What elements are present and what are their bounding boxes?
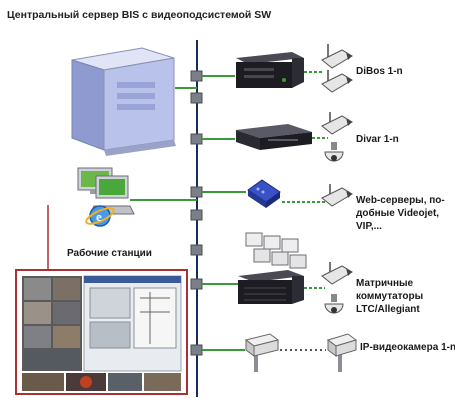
camera-icon [321, 262, 353, 285]
divar-recorder-icon [236, 124, 312, 150]
web-label-line-1: Web-серверы, по- [356, 195, 445, 206]
bus-connector [190, 186, 203, 198]
matrix-switch-icon [238, 270, 304, 304]
dome-camera-icon [324, 294, 344, 314]
bus-connector [190, 92, 203, 104]
bus-connector [190, 344, 203, 356]
dome-camera-icon [324, 142, 344, 162]
bus-connector [190, 209, 203, 221]
camera-icon [321, 184, 353, 207]
divar-label: Divar 1-n [356, 134, 399, 145]
bis-screenshot [15, 269, 188, 395]
diagram-title: Центральный сервер BIS с видеоподсистемо… [7, 9, 271, 21]
camera-icon [321, 44, 353, 69]
matrix-label-line-2: коммутаторы [356, 291, 423, 302]
ie-logo-icon: e [85, 205, 115, 227]
dibos-label: DiBos 1-n [356, 66, 403, 77]
bus-connector [190, 133, 203, 145]
monitor-wall-icon [245, 232, 307, 269]
server-tower-icon [71, 47, 176, 156]
bus-connector [190, 70, 203, 82]
dibos-recorder-icon [236, 52, 304, 88]
ip-camera-label: IP-видеокамера 1-n [360, 342, 455, 353]
ip-camera-icon [244, 333, 280, 372]
svg-text:e: e [96, 209, 102, 224]
web-server-icon [247, 179, 281, 208]
matrix-label-line-1: Матричные [356, 278, 414, 289]
web-label-line-2: добные Videojet, [356, 207, 439, 219]
workstation-icon [77, 167, 135, 215]
bus-connector [190, 244, 203, 256]
bus-connector [190, 278, 203, 290]
ip-camera-icon [326, 333, 358, 372]
matrix-label-line-3: LTC/Allegiant [356, 304, 420, 315]
web-label-line-3: VIP,... [356, 221, 382, 232]
camera-icon [321, 112, 353, 135]
camera-icon [321, 70, 353, 93]
workstations-label: Рабочие станции [67, 247, 152, 259]
